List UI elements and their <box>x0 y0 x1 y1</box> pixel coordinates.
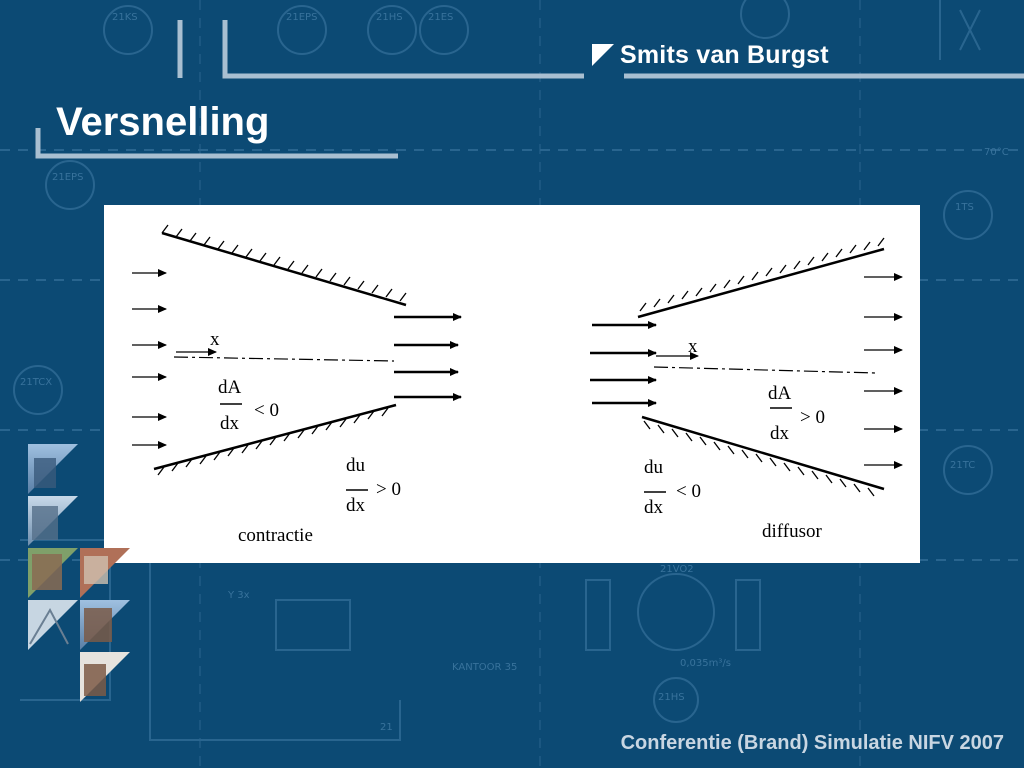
contraction-outlet-arrows <box>394 313 462 401</box>
svg-text:21HS: 21HS <box>376 12 403 23</box>
svg-text:21VO2: 21VO2 <box>660 564 694 575</box>
diffusor-dA: dA <box>768 383 792 404</box>
contraction-caption: contractie <box>238 525 313 546</box>
contraction-du: du <box>346 455 366 476</box>
diffusor-centerline <box>653 366 877 374</box>
photo-tile <box>28 496 78 546</box>
svg-text:21: 21 <box>380 722 393 733</box>
diffusor-du: du <box>644 457 664 478</box>
flow-diagram: x dA dx < 0 du dx > 0 contractie <box>104 205 920 563</box>
photo-tile <box>80 600 130 650</box>
contraction-upper-wall <box>161 231 407 307</box>
contraction-velocity-relation: > 0 <box>376 479 401 500</box>
contraction-dA: dA <box>218 377 242 398</box>
diffusor-x-label: x <box>688 336 698 357</box>
brand-triangle-icon <box>592 44 614 66</box>
svg-text:21KS: 21KS <box>112 12 138 23</box>
svg-text:KANTOOR 35: KANTOOR 35 <box>452 662 517 673</box>
diffusor-diagram <box>590 237 903 497</box>
brand-name: Smits van Burgst <box>620 40 829 69</box>
slide-title: Versnelling <box>56 100 270 144</box>
svg-text:70°C: 70°C <box>984 147 1009 158</box>
photo-tile <box>80 548 130 598</box>
footer-conference: Conferentie (Brand) Simulatie NIFV 2007 <box>620 732 1004 754</box>
svg-text:21EPS: 21EPS <box>52 172 83 183</box>
svg-text:1TS: 1TS <box>955 202 974 213</box>
contraction-x-label: x <box>210 329 220 350</box>
photo-tile <box>28 444 78 494</box>
diffusor-inlet-arrows <box>590 321 657 407</box>
svg-text:21ES: 21ES <box>428 12 453 23</box>
building-photo-strip <box>28 444 130 702</box>
contraction-dx-1: dx <box>220 413 240 434</box>
photo-tile <box>28 548 78 598</box>
svg-text:21TCX: 21TCX <box>20 377 52 388</box>
svg-text:0,035m³/s: 0,035m³/s <box>680 658 731 669</box>
contraction-diagram <box>132 224 462 491</box>
svg-text:21EPS: 21EPS <box>286 12 317 23</box>
svg-text:21TC: 21TC <box>950 460 975 471</box>
diffusor-outlet-arrows <box>864 273 903 469</box>
contraction-centerline <box>173 356 395 362</box>
diffusor-caption: diffusor <box>762 521 822 542</box>
contraction-lower-wall <box>153 403 397 471</box>
contraction-area-relation: < 0 <box>254 400 279 421</box>
photo-tile <box>28 600 78 650</box>
svg-text:21HS: 21HS <box>658 692 685 703</box>
diffusor-area-relation: > 0 <box>800 407 825 428</box>
diffusor-lower-wall <box>641 415 885 491</box>
diffusor-dx-1: dx <box>770 423 790 444</box>
contraction-inlet-arrows <box>132 269 167 449</box>
brand-logo: Smits van Burgst <box>592 38 922 72</box>
photo-tile <box>80 652 130 702</box>
svg-text:Y 3x: Y 3x <box>227 590 250 601</box>
diffusor-upper-wall <box>637 247 885 319</box>
diffusor-velocity-relation: < 0 <box>676 481 701 502</box>
diffusor-dx-2: dx <box>644 497 664 518</box>
contraction-dx-2: dx <box>346 495 366 516</box>
